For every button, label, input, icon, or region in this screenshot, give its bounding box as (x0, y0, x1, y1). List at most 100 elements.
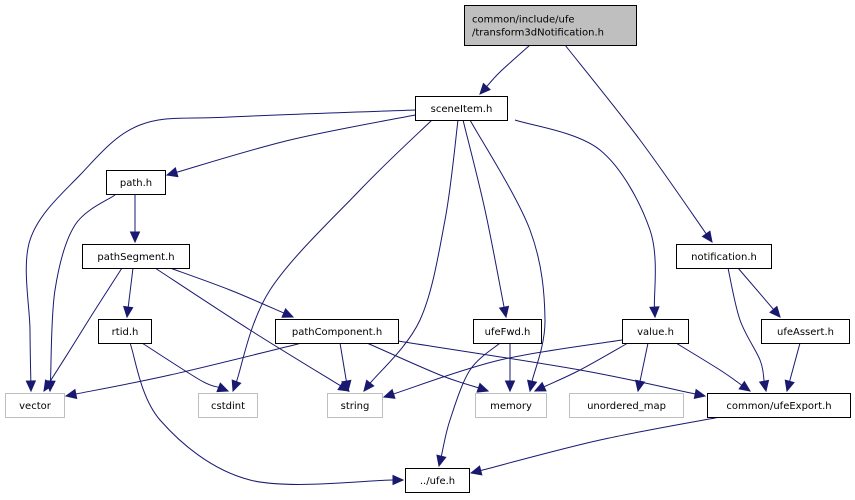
edge-rtid-to-cstdint-arrowhead (216, 382, 230, 393)
edge-root-to-sceneItem-line (486, 44, 531, 87)
node-root-label: common/include/ufe (472, 15, 575, 26)
edge-sceneItem-to-vector (25, 109, 416, 393)
edge-ufeFwd-to-ufe-line (440, 342, 501, 457)
edge-rtid-to-ufe-arrowhead (392, 474, 405, 486)
edge-notification-to-ufeExport-line (727, 267, 765, 382)
edge-rtid-to-ufe-line (129, 342, 394, 485)
edge-sceneItem-to-cstdint-arrowhead (231, 379, 242, 393)
edge-sceneItem-to-path-arrowhead (165, 167, 179, 178)
node-sceneItem-box[interactable] (415, 96, 508, 121)
edge-value-to-string-line (393, 339, 623, 395)
node-root-label: /transform3dNotification.h (472, 28, 604, 39)
edge-pathSegment-to-rtid-arrowhead (123, 305, 134, 319)
edge-pathComponent-to-ufeExport (397, 340, 707, 400)
node-rtid[interactable]: rtid.h (98, 319, 152, 344)
edge-notification-to-ufeAssert-arrowhead (769, 305, 781, 318)
node-sceneItem-label: sceneItem.h (431, 104, 493, 115)
edge-value-to-unordered_map-arrowhead (634, 379, 646, 393)
edge-rtid-to-cstdint (141, 342, 230, 393)
node-root-box[interactable] (464, 5, 637, 46)
node-value[interactable]: value.h (622, 319, 689, 344)
node-pathSegment[interactable]: pathSegment.h (82, 244, 190, 269)
node-ufeAssert-box[interactable] (761, 319, 850, 344)
edge-sceneItem-to-value-line (514, 119, 656, 308)
edge-pathSegment-to-pathComponent-arrowhead (281, 308, 295, 318)
node-string-label: string (341, 401, 370, 412)
edge-ufeFwd-to-ufe-arrowhead (436, 454, 447, 468)
edge-pathComponent-to-string-arrowhead (341, 379, 352, 393)
edge-sceneItem-to-vector-line (25, 109, 416, 382)
node-unordered-map: unordered_map (569, 393, 684, 418)
node-cstdint: cstdint (198, 393, 258, 418)
node-pathComponent[interactable]: pathComponent.h (275, 319, 399, 344)
node-pathComponent-box[interactable] (275, 319, 399, 344)
node-pathComponent-label: pathComponent.h (292, 327, 382, 338)
edge-value-to-unordered_map-line (639, 342, 649, 382)
edge-value-to-memory (533, 342, 629, 392)
node-notification[interactable]: notification.h (676, 244, 772, 269)
edge-notification-to-ufeAssert (737, 267, 781, 318)
edge-pathSegment-to-vector (43, 267, 123, 393)
edge-sceneItem-to-ufeFwd (462, 119, 510, 319)
edge-notification-to-ufeExport (727, 267, 770, 393)
edge-ufeAssert-to-ufeExport (784, 342, 801, 393)
node-unordered-map-box (569, 393, 684, 418)
edge-path-to-vector-line (49, 194, 116, 382)
edge-value-to-string-arrowhead (382, 388, 396, 399)
node-cstdint-label: cstdint (211, 401, 245, 412)
node-path[interactable]: path.h (106, 170, 166, 195)
edge-value-to-unordered_map (634, 342, 649, 393)
edge-ufeFwd-to-memory-arrowhead (504, 380, 516, 393)
edge-pathComponent-to-vector-line (75, 342, 303, 395)
edge-value-to-string (382, 339, 623, 399)
edges-layer (25, 44, 801, 486)
node-path-box[interactable] (106, 170, 166, 195)
edge-pathComponent-to-string-line (339, 342, 347, 382)
edge-sceneItem-to-ufeFwd-line (462, 119, 505, 308)
edge-pathComponent-to-vector (64, 342, 303, 400)
node-ufeExport-box[interactable] (707, 393, 851, 418)
edge-sceneItem-to-path (165, 114, 416, 178)
edge-pathSegment-to-string-line (154, 267, 341, 387)
node-path-label: path.h (120, 178, 152, 189)
node-ufeAssert[interactable]: ufeAssert.h (761, 319, 850, 344)
edge-path-to-pathSegment (129, 194, 141, 244)
edge-value-to-ufeExport-arrowhead (738, 380, 751, 392)
edge-ufeFwd-to-ufe (436, 342, 501, 468)
node-ufeFwd-box[interactable] (473, 319, 542, 344)
edge-ufeFwd-to-memory (504, 343, 516, 393)
edge-sceneItem-to-memory-arrowhead (527, 379, 538, 393)
node-ufe[interactable]: ../ufe.h (405, 468, 470, 493)
node-ufeFwd[interactable]: ufeFwd.h (473, 319, 542, 344)
edge-value-to-ufeExport (675, 342, 751, 392)
edge-pathComponent-to-vector-arrowhead (64, 388, 78, 400)
node-memory: memory (475, 393, 547, 418)
node-value-label: value.h (637, 327, 674, 338)
node-rtid-label: rtid.h (112, 327, 139, 338)
node-ufeExport[interactable]: common/ufeExport.h (707, 393, 851, 418)
edge-sceneItem-to-cstdint-line (235, 119, 433, 382)
node-vector-box (5, 393, 65, 418)
node-vector-label: vector (19, 401, 52, 412)
node-ufe-box[interactable] (405, 468, 470, 493)
edge-root-to-sceneItem-arrowhead (479, 82, 491, 95)
edge-pathSegment-to-rtid (123, 267, 134, 319)
edge-pathSegment-to-pathComponent-line (169, 267, 285, 314)
edge-pathComponent-to-ufeExport-line (397, 340, 696, 395)
node-sceneItem[interactable]: sceneItem.h (415, 96, 508, 121)
edge-rtid-to-ufe (129, 342, 405, 486)
node-root[interactable]: common/include/ufe/transform3dNotificati… (464, 5, 637, 46)
edge-sceneItem-to-string-arrowhead (363, 379, 375, 392)
node-value-box[interactable] (622, 319, 689, 344)
edge-ufeExport-to-ufe-arrowhead (469, 465, 483, 476)
node-ufeExport-label: common/ufeExport.h (726, 401, 831, 412)
edge-pathComponent-to-memory-arrowhead (476, 382, 490, 393)
edge-sceneItem-to-ufeFwd-arrowhead (498, 305, 510, 319)
edge-pathSegment-to-pathComponent (169, 267, 295, 318)
node-pathSegment-box[interactable] (82, 244, 190, 269)
edge-path-to-pathSegment-arrowhead (129, 231, 141, 244)
node-notification-box[interactable] (676, 244, 772, 269)
edge-sceneItem-to-value (514, 119, 660, 319)
nodes-layer: common/include/ufe/transform3dNotificati… (5, 5, 851, 493)
node-rtid-box[interactable] (98, 319, 152, 344)
